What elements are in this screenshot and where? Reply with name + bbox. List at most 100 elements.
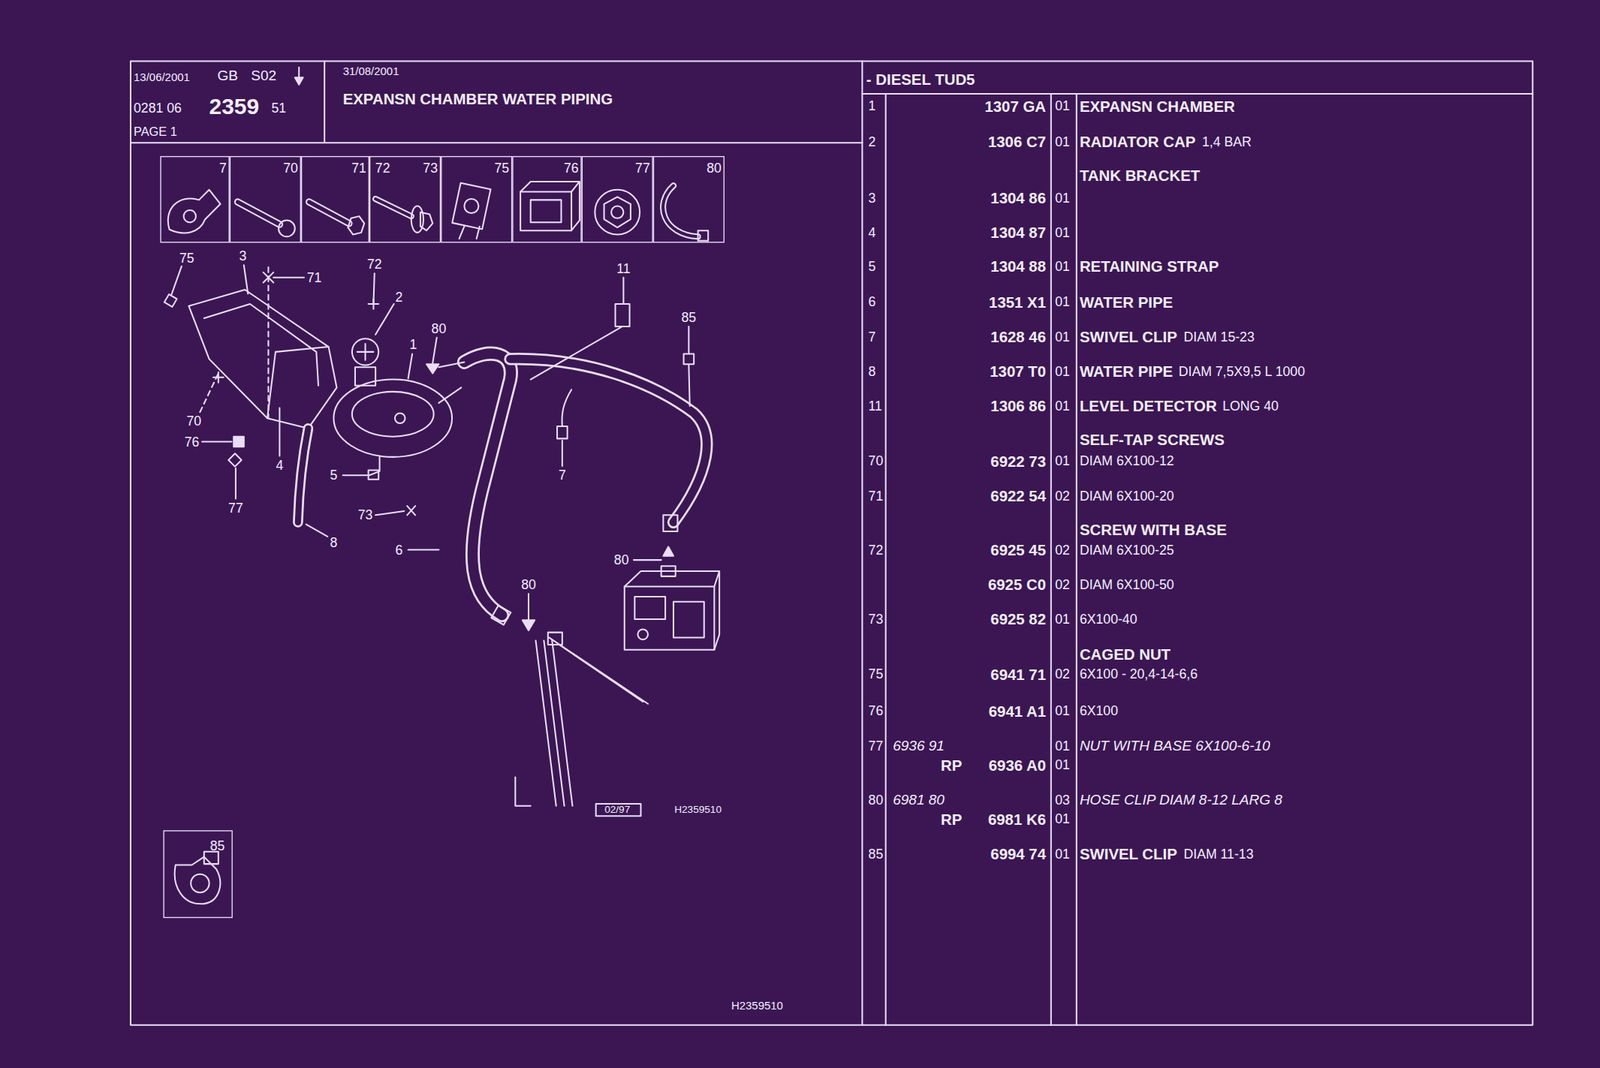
node-text: S02	[250, 68, 277, 83]
page-frame	[130, 61, 1533, 1026]
leader-lines	[201, 440, 232, 443]
variant-code: 01	[1054, 135, 1070, 149]
callout-number: 73	[358, 508, 374, 522]
page-frame	[295, 77, 304, 85]
part-icons	[520, 181, 580, 231]
node-text: 71	[351, 161, 367, 175]
node-text: 80	[706, 161, 722, 175]
callout-number: 6	[394, 543, 403, 558]
part-number: 6925 45	[990, 542, 1046, 558]
radiator	[548, 637, 648, 704]
part-name: LEVEL DETECTOR	[1079, 398, 1218, 414]
callout-number: 80	[521, 578, 537, 592]
leader-lines	[368, 470, 380, 480]
row-ref: 4	[868, 225, 877, 240]
leader-lines	[273, 277, 305, 279]
water-hoses	[464, 353, 511, 615]
tank-bracket	[204, 304, 319, 386]
level-detector	[615, 304, 630, 327]
part-spec: LONG 40	[1222, 399, 1279, 413]
inset-clip-icon	[204, 852, 219, 865]
variant-code: 02	[1054, 668, 1070, 682]
water-hoses	[510, 358, 708, 523]
callout-number: 80	[614, 553, 630, 567]
node-text: 85	[210, 839, 226, 853]
leader-lines	[687, 326, 690, 353]
part-icons	[662, 185, 699, 237]
leader-lines	[633, 559, 662, 561]
thermostat-housing	[637, 629, 648, 641]
part-icons	[238, 201, 281, 225]
water-hoses	[464, 353, 511, 615]
variant-code: 01	[1054, 399, 1070, 413]
icon-cell: 77	[581, 156, 654, 244]
leader-lines	[267, 267, 269, 419]
page-frame	[1075, 93, 1078, 1026]
variant-code: 01	[1054, 758, 1070, 772]
superseded-number: 6936 91	[892, 738, 945, 754]
variant-code: 01	[1054, 812, 1070, 826]
icon-cell: 75	[440, 156, 513, 244]
leader-lines	[426, 364, 439, 374]
row-ref: 70	[868, 454, 884, 468]
node-text: 75	[494, 161, 510, 175]
part-number: 1307 T0	[989, 364, 1046, 380]
icon-cell: 71	[301, 156, 370, 244]
part-number: 1351 X1	[988, 294, 1046, 310]
variant-code: 02	[1054, 543, 1070, 558]
row-ref: 77	[868, 739, 884, 754]
part-number: 1304 86	[990, 189, 1046, 205]
leader-lines	[688, 365, 690, 407]
callout-number: 85	[681, 310, 697, 325]
radiator	[515, 777, 531, 807]
node-text: 70	[283, 161, 299, 175]
inset-clip-icon	[190, 874, 209, 893]
expansion-chamber	[352, 391, 434, 437]
part-name: SWIVEL CLIP	[1079, 328, 1178, 344]
part-number: 1307 GA	[984, 98, 1046, 114]
part-icons	[451, 183, 491, 230]
leader-lines	[263, 272, 275, 284]
inset-clip-icon	[174, 852, 221, 905]
row-ref: 5	[868, 259, 877, 274]
page-frame	[130, 61, 1533, 1026]
leader-lines	[408, 549, 440, 552]
expansion-chamber	[352, 338, 379, 365]
part-name: WATER PIPE	[1079, 294, 1173, 310]
leader-lines	[164, 265, 694, 817]
callout-number: 77	[228, 501, 244, 516]
radiator	[548, 632, 563, 645]
drawing-date: 02/97	[604, 804, 630, 816]
part-number: 6994 74	[990, 846, 1046, 862]
node-text: - DIESEL TUD5	[866, 72, 976, 88]
part-icons	[238, 201, 281, 225]
variant-code: 01	[1054, 704, 1070, 718]
leader-lines	[199, 373, 218, 413]
water-hoses	[491, 605, 511, 626]
callout-number: 72	[367, 257, 383, 272]
icon-cell: 7273	[369, 156, 441, 244]
title-cell: 31/08/2001EXPANSN CHAMBER WATER PIPING	[324, 61, 862, 144]
leader-lines	[561, 440, 564, 467]
part-icons	[375, 198, 412, 217]
row-ref: 1	[868, 99, 877, 114]
part-spec: DIAM 6X100-12	[1079, 454, 1175, 468]
leader-lines	[527, 593, 530, 621]
row-ref: 72	[868, 543, 884, 558]
leader-lines	[683, 354, 695, 365]
part-icons	[309, 201, 350, 224]
variant-code: 01	[1054, 225, 1070, 240]
part-icons	[309, 201, 350, 224]
callout-number: 4	[275, 458, 284, 473]
part-spec: 1,4 BAR	[1202, 135, 1252, 149]
water-hoses	[298, 353, 707, 625]
part-icons	[183, 210, 196, 223]
node-text: EXPANSN CHAMBER WATER PIPING	[343, 91, 613, 107]
callout-number: 3	[239, 249, 248, 263]
node-text: 31/08/2001	[343, 66, 400, 78]
leader-lines	[622, 277, 624, 304]
row-ref: 73	[868, 612, 884, 627]
page-frame	[1050, 93, 1052, 1026]
